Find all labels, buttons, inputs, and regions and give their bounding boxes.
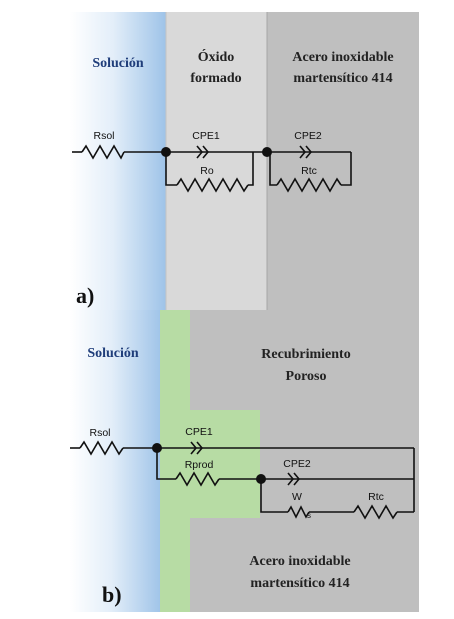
rtc-resistor-a: [276, 177, 342, 193]
region-label-steel-line1-b: Acero inoxidable: [249, 554, 350, 569]
label-rsol-b: Rsol: [89, 427, 110, 439]
steel-region-b: [190, 310, 419, 612]
junction-node: [262, 147, 272, 157]
label-rtc-b: Rtc: [368, 491, 384, 503]
panel-a: Solución Óxido formado Acero inoxidable …: [70, 12, 419, 310]
region-label-oxide-line2: formado: [190, 71, 241, 86]
label-cpe2-a: CPE2: [294, 130, 322, 142]
region-label-solution-a: Solución: [92, 56, 144, 71]
label-cpe1-b: CPE1: [185, 426, 213, 438]
label-rsol-a: Rsol: [93, 130, 114, 142]
region-label-solution-b: Solución: [87, 346, 139, 361]
region-label-coating-line1: Recubrimiento: [261, 347, 350, 362]
region-label-coating-line2: Poroso: [286, 369, 327, 384]
warburg-element: [287, 505, 310, 519]
steel-region-a: [267, 12, 419, 310]
label-rprod: Rprod: [185, 459, 214, 471]
panel-label-b: b): [102, 582, 122, 607]
cpe2-symbol-b: [287, 472, 295, 486]
region-label-steel-line1-a: Acero inoxidable: [292, 50, 393, 65]
label-cpe1-a: CPE1: [192, 130, 220, 142]
junction-node: [161, 147, 171, 157]
label-w: W: [292, 491, 302, 503]
cpe1-symbol-a: [196, 145, 204, 159]
solution-region-b: [70, 310, 162, 612]
coating-region-b-step: [190, 410, 260, 518]
region-label-oxide-line1: Óxido: [198, 48, 235, 65]
rtc-resistor-b: [353, 504, 398, 520]
label-w-subscript: s: [307, 511, 311, 520]
panel-b: Solución Recubrimiento Poroso Acero inox…: [70, 310, 419, 612]
oxide-region-a: [166, 12, 267, 310]
label-ro: Ro: [200, 165, 214, 177]
region-label-steel-line2-a: martensítico 414: [293, 71, 392, 86]
cpe1-symbol-b: [190, 441, 198, 455]
rsol-resistor-a: [81, 144, 125, 160]
solution-region-a: [70, 12, 166, 310]
ro-resistor: [176, 177, 249, 193]
label-cpe2-b: CPE2: [283, 458, 311, 470]
junction-node: [256, 474, 266, 484]
coating-region-b: [160, 310, 190, 612]
rprod-resistor: [175, 471, 220, 487]
rsol-resistor-b: [79, 440, 124, 456]
circuit-b: [70, 440, 415, 520]
panel-label-a: a): [76, 283, 94, 308]
cpe2-symbol-a: [299, 145, 307, 159]
region-label-steel-line2-b: martensítico 414: [250, 576, 349, 591]
label-rtc-a: Rtc: [301, 165, 317, 177]
junction-node: [152, 443, 162, 453]
